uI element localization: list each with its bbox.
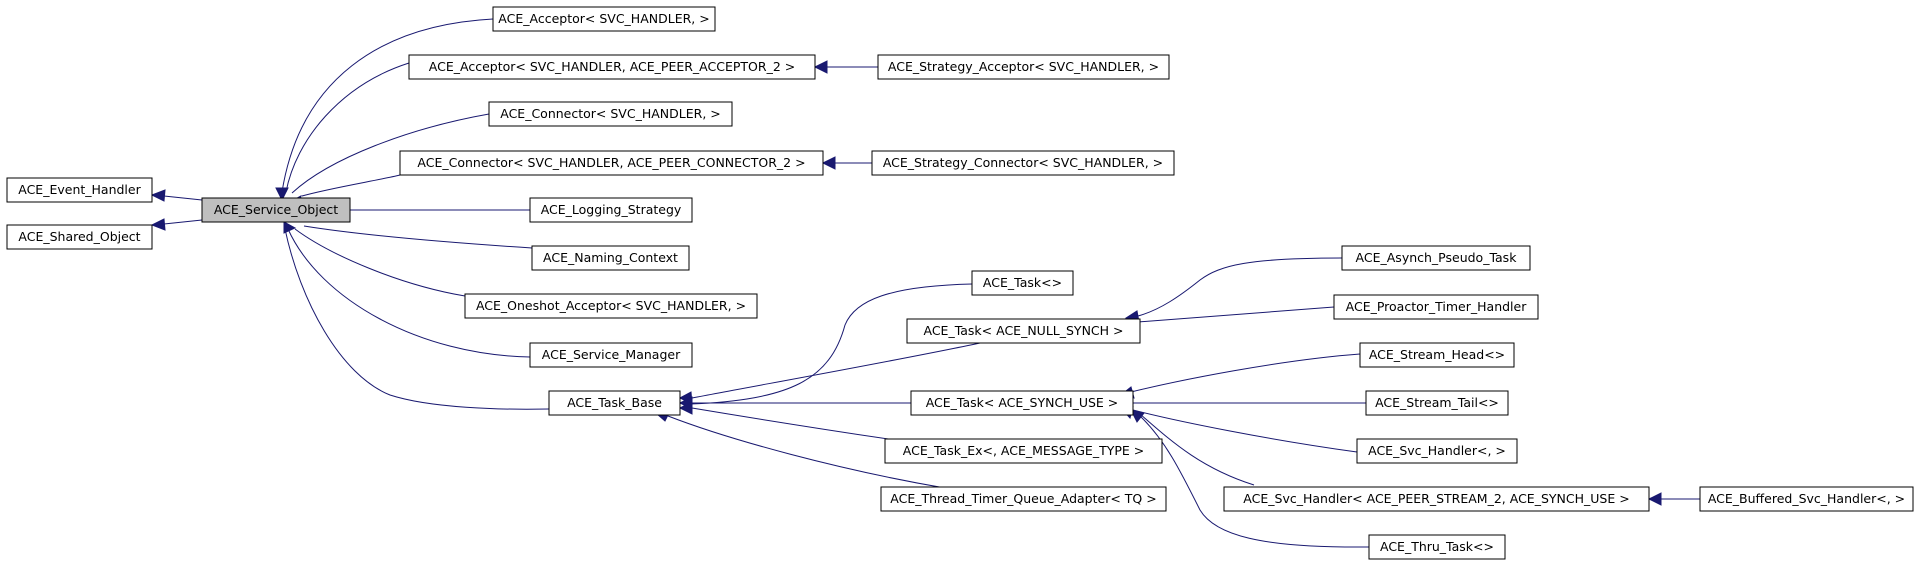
node-ace-service-object[interactable]: ACE_Service_Object — [201, 197, 351, 223]
node-ace-task-base[interactable]: ACE_Task_Base — [548, 390, 681, 416]
svg-text:ACE_Strategy_Acceptor< SVC_HAN: ACE_Strategy_Acceptor< SVC_HANDLER, > — [888, 59, 1159, 74]
svg-text:ACE_Task_Ex<, ACE_MESSAGE_TYPE: ACE_Task_Ex<, ACE_MESSAGE_TYPE > — [903, 443, 1144, 458]
node-ace-stream-head[interactable]: ACE_Stream_Head<> — [1359, 342, 1515, 368]
edge-acceptor-to-service-object — [281, 18, 494, 193]
arrowhead-service-object-left — [275, 187, 289, 202]
node-ace-thread-timer-queue-adapter[interactable]: ACE_Thread_Timer_Queue_Adapter< TQ > — [880, 486, 1167, 512]
node-ace-stream-tail[interactable]: ACE_Stream_Tail<> — [1365, 390, 1509, 416]
node-ace-acceptor-2[interactable]: ACE_Acceptor< SVC_HANDLER, ACE_PEER_ACCE… — [408, 54, 816, 80]
svg-text:ACE_Thru_Task<>: ACE_Thru_Task<> — [1380, 539, 1494, 554]
node-ace-connector-2[interactable]: ACE_Connector< SVC_HANDLER, ACE_PEER_CON… — [399, 150, 824, 176]
svg-text:ACE_Service_Manager: ACE_Service_Manager — [542, 347, 681, 362]
edge-svc-handler-2-to-task-synch-use — [1139, 413, 1255, 486]
edge-task-null-synch-to-task-base — [691, 342, 981, 399]
svg-text:ACE_Logging_Strategy: ACE_Logging_Strategy — [541, 202, 682, 217]
arrowhead-task-base-lower — [678, 401, 693, 415]
arrowhead-acceptor-2 — [813, 60, 828, 74]
arrowhead-connector-2 — [821, 156, 836, 170]
edge-thru-task-to-task-synch-use — [1139, 415, 1370, 548]
inheritance-edges — [150, 18, 1700, 548]
node-ace-proactor-timer-handler[interactable]: ACE_Proactor_Timer_Handler — [1333, 294, 1539, 320]
node-ace-svc-handler[interactable]: ACE_Svc_Handler<, > — [1356, 438, 1518, 464]
arrowhead-event-handler — [150, 189, 166, 202]
edge-task-ex-to-task-base — [691, 407, 916, 444]
svg-text:ACE_Acceptor< SVC_HANDLER, ACE: ACE_Acceptor< SVC_HANDLER, ACE_PEER_ACCE… — [429, 59, 795, 74]
arrowhead-task-synch-use-bottom — [1130, 409, 1145, 423]
node-ace-task-null-synch[interactable]: ACE_Task< ACE_NULL_SYNCH > — [906, 318, 1141, 344]
node-ace-strategy-connector[interactable]: ACE_Strategy_Connector< SVC_HANDLER, > — [871, 150, 1175, 176]
class-nodes: ACE_Event_Handler ACE_Shared_Object ACE_… — [6, 6, 1914, 560]
svg-text:ACE_Task< ACE_SYNCH_USE >: ACE_Task< ACE_SYNCH_USE > — [926, 395, 1119, 410]
node-ace-strategy-acceptor[interactable]: ACE_Strategy_Acceptor< SVC_HANDLER, > — [877, 54, 1170, 80]
arrowhead-shared-object — [150, 218, 166, 231]
edge-task-base-to-service-object — [284, 228, 550, 410]
node-ace-naming-context[interactable]: ACE_Naming_Context — [531, 245, 690, 271]
node-ace-task-synch-use[interactable]: ACE_Task< ACE_SYNCH_USE > — [910, 390, 1134, 416]
node-ace-task[interactable]: ACE_Task<> — [971, 270, 1074, 296]
node-ace-asynch-pseudo-task[interactable]: ACE_Asynch_Pseudo_Task — [1341, 245, 1531, 271]
svg-text:ACE_Stream_Tail<>: ACE_Stream_Tail<> — [1375, 395, 1499, 410]
svg-text:ACE_Shared_Object: ACE_Shared_Object — [18, 229, 140, 244]
node-ace-buffered-svc-handler[interactable]: ACE_Buffered_Svc_Handler<, > — [1699, 486, 1914, 512]
edge-task-to-task-base — [689, 283, 973, 405]
svg-text:ACE_Connector< SVC_HANDLER, AC: ACE_Connector< SVC_HANDLER, ACE_PEER_CON… — [417, 155, 805, 170]
svg-text:ACE_Oneshot_Acceptor< SVC_HAND: ACE_Oneshot_Acceptor< SVC_HANDLER, > — [476, 298, 746, 313]
svg-text:ACE_Service_Object: ACE_Service_Object — [214, 202, 338, 217]
svg-text:ACE_Buffered_Svc_Handler<, >: ACE_Buffered_Svc_Handler<, > — [1708, 491, 1905, 506]
node-ace-logging-strategy[interactable]: ACE_Logging_Strategy — [529, 197, 693, 223]
svg-text:ACE_Task<>: ACE_Task<> — [983, 275, 1062, 290]
node-ace-task-ex[interactable]: ACE_Task_Ex<, ACE_MESSAGE_TYPE > — [884, 438, 1163, 464]
svg-text:ACE_Naming_Context: ACE_Naming_Context — [543, 250, 678, 265]
svg-text:ACE_Event_Handler: ACE_Event_Handler — [18, 182, 141, 197]
svg-text:ACE_Strategy_Connector< SVC_HA: ACE_Strategy_Connector< SVC_HANDLER, > — [883, 155, 1163, 170]
edge-service-object-to-shared-object — [163, 219, 203, 225]
node-ace-service-manager[interactable]: ACE_Service_Manager — [529, 342, 693, 368]
svg-text:ACE_Stream_Head<>: ACE_Stream_Head<> — [1369, 347, 1505, 362]
node-ace-event-handler[interactable]: ACE_Event_Handler — [6, 177, 153, 203]
edge-service-manager-to-service-object — [287, 228, 531, 358]
node-ace-acceptor[interactable]: ACE_Acceptor< SVC_HANDLER, > — [492, 6, 716, 32]
edge-connector-2-to-service-object — [301, 174, 401, 197]
svg-text:ACE_Thread_Timer_Queue_Adapter: ACE_Thread_Timer_Queue_Adapter< TQ > — [890, 491, 1156, 506]
node-ace-connector[interactable]: ACE_Connector< SVC_HANDLER, > — [488, 101, 733, 127]
svg-text:ACE_Task< ACE_NULL_SYNCH >: ACE_Task< ACE_NULL_SYNCH > — [923, 323, 1123, 338]
arrowhead-svc-handler-2 — [1647, 492, 1662, 506]
edge-asynch-pseudo-task-to-task-null-synch — [1137, 257, 1343, 317]
svg-text:ACE_Svc_Handler<, >: ACE_Svc_Handler<, > — [1368, 443, 1506, 458]
arrowhead-service-object-lower — [283, 221, 297, 234]
edge-acceptor-2-to-service-object — [285, 62, 410, 193]
edge-stream-head-to-task-synch-use — [1130, 353, 1361, 393]
svg-text:ACE_Connector< SVC_HANDLER, >: ACE_Connector< SVC_HANDLER, > — [500, 106, 720, 121]
edge-proactor-timer-handler-to-task-null-synch — [1137, 306, 1335, 323]
node-ace-oneshot-acceptor[interactable]: ACE_Oneshot_Acceptor< SVC_HANDLER, > — [464, 293, 758, 319]
edge-svc-handler-to-task-synch-use — [1132, 409, 1358, 453]
node-ace-shared-object[interactable]: ACE_Shared_Object — [6, 224, 153, 250]
svg-text:ACE_Task_Base: ACE_Task_Base — [567, 395, 662, 410]
svg-text:ACE_Acceptor< SVC_HANDLER, >: ACE_Acceptor< SVC_HANDLER, > — [498, 11, 709, 26]
edge-connector-to-service-object — [291, 113, 490, 194]
edge-service-object-to-event-handler — [163, 195, 203, 201]
node-ace-svc-handler-2[interactable]: ACE_Svc_Handler< ACE_PEER_STREAM_2, ACE_… — [1223, 486, 1650, 512]
edge-naming-context-to-service-object — [303, 225, 533, 249]
svg-text:ACE_Asynch_Pseudo_Task: ACE_Asynch_Pseudo_Task — [1356, 250, 1518, 265]
edge-oneshot-acceptor-to-service-object — [294, 228, 466, 297]
node-ace-thru-task[interactable]: ACE_Thru_Task<> — [1368, 534, 1506, 560]
svg-text:ACE_Proactor_Timer_Handler: ACE_Proactor_Timer_Handler — [1346, 299, 1528, 314]
svg-text:ACE_Svc_Handler< ACE_PEER_STRE: ACE_Svc_Handler< ACE_PEER_STREAM_2, ACE_… — [1243, 491, 1629, 506]
edge-thread-timer-queue-adapter-to-task-base — [667, 415, 946, 489]
